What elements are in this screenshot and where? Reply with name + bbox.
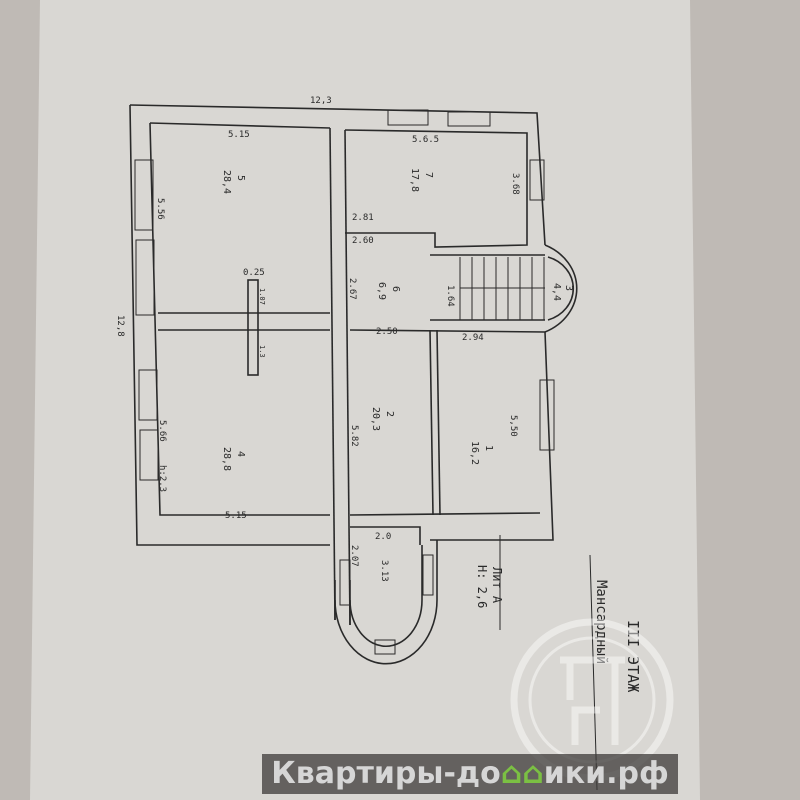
floor-label: III ЭТАЖ [624, 620, 642, 692]
watermark-text-end: ики.рф [543, 756, 669, 791]
room-number: 4 [235, 451, 246, 457]
dim-h23: h:2.3 [157, 465, 167, 492]
dim-107: 1.07 [258, 288, 266, 305]
lit-label: Лит А [490, 567, 504, 604]
walls [129, 104, 598, 791]
room-7: 7 17,8 [409, 168, 434, 192]
room-2: 2 20,3 [370, 407, 395, 431]
overall-width: 12,3 [310, 96, 332, 106]
dim-260: 2.60 [352, 236, 374, 246]
sheet-notes: Лит А Н: 2,6 III ЭТАЖ Мансардный [475, 565, 642, 692]
room-3: 3 4,4 [551, 283, 574, 301]
room-number: 1 [483, 445, 494, 451]
dim-right-lower: 5,50 [508, 415, 518, 437]
room-number: 5 [235, 175, 246, 181]
dim-top-left: 5.15 [228, 130, 250, 140]
dim-250: 2.50 [376, 327, 398, 337]
dim-294: 2.94 [462, 333, 484, 343]
room-area: 6,9 [376, 282, 387, 300]
dim-bottom-left: 5.15 [225, 511, 247, 521]
room-area: 28,8 [221, 447, 232, 471]
dim-left-lower: 5.66 [157, 420, 167, 442]
dim-267: 2.67 [347, 278, 357, 300]
dim-top-right: 5.6.5 [412, 135, 439, 145]
room-number: 2 [384, 411, 395, 417]
room-1: 1 16,2 [469, 441, 494, 465]
room-number: 6 [390, 286, 401, 292]
dimension-labels: 12,3 12,8 5.15 5.6.5 3.68 5.56 2.81 2.60… [115, 96, 520, 582]
dim-025: 0.25 [243, 268, 265, 278]
dim-20: 2.0 [375, 532, 391, 542]
dim-313: 3.13 [379, 560, 389, 582]
house-logo-icon: ⌂⌂ [500, 756, 544, 791]
dim-right-top: 3.68 [510, 173, 520, 195]
room-number: 7 [423, 172, 434, 178]
watermark-banner: Квартиры-до⌂⌂ики.рф [262, 754, 678, 794]
overall-height: 12,8 [115, 315, 125, 337]
watermark-text-start: Квартиры-до [271, 756, 501, 791]
dim-281: 2.81 [352, 213, 374, 223]
dim-13: 1.3 [258, 345, 266, 358]
dim-164: 1.64 [445, 285, 455, 307]
room-number: 3 [563, 285, 574, 291]
height-label: Н: 2,6 [475, 565, 489, 608]
room-area: 20,3 [370, 407, 381, 431]
room-area: 16,2 [469, 441, 480, 465]
room-5: 5 28,4 [221, 170, 246, 194]
room-area: 17,8 [409, 168, 420, 192]
room-6: 6 6,9 [376, 282, 401, 300]
floor-type-label: Мансардный [593, 580, 609, 664]
room-labels: 5 28,4 7 17,8 6 6,9 3 4,4 2 20,3 1 16,2 … [221, 168, 574, 471]
dim-582: 5.82 [349, 425, 359, 447]
room-4: 4 28,8 [221, 447, 246, 471]
room-area: 28,4 [221, 170, 232, 194]
dim-207: 2.07 [349, 545, 359, 567]
dim-left-upper: 5.56 [155, 198, 165, 220]
room-area: 4,4 [551, 283, 562, 301]
